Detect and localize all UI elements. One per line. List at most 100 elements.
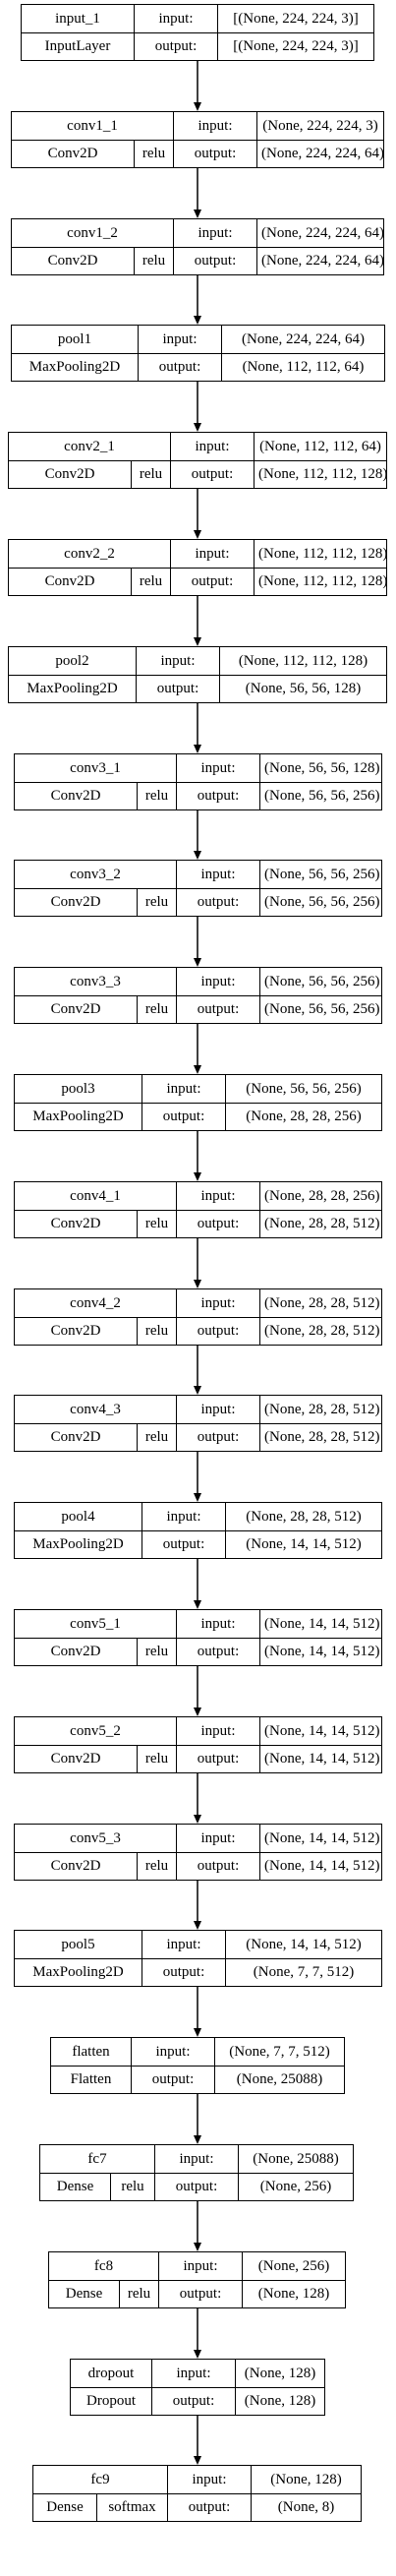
input-shape: (None, 56, 56, 256) — [246, 1080, 362, 1097]
arrow-head-icon — [194, 745, 201, 753]
input-shape: (None, 7, 7, 512) — [229, 2043, 330, 2060]
arrow-head-icon — [194, 2243, 201, 2251]
input-shape: (None, 14, 14, 512) — [264, 1829, 380, 1846]
layer-name: conv2_2 — [9, 540, 171, 568]
output-shape: (None, 14, 14, 512) — [246, 1535, 362, 1552]
arrow-head-icon — [194, 958, 201, 967]
layer-type: InputLayer — [22, 32, 135, 60]
arrow-head-icon — [194, 2135, 201, 2144]
activation-label: relu — [120, 2280, 159, 2307]
output-shape: (None, 14, 14, 512) — [264, 1750, 380, 1767]
arrow-head-icon — [194, 102, 201, 111]
layer-name: conv3_1 — [15, 754, 177, 782]
input-port-label: input: — [177, 1396, 260, 1423]
arrow-head-icon — [194, 423, 201, 432]
arrow-head-icon — [194, 1065, 201, 1074]
output-shape: (None, 28, 28, 256) — [246, 1108, 362, 1124]
activation-label: relu — [138, 782, 177, 809]
output-shape: (None, 112, 112, 64) — [242, 358, 365, 375]
input-port-label: input: — [168, 2466, 252, 2493]
layer-name: fc7 — [40, 2145, 155, 2173]
output-shape: (None, 7, 7, 512) — [253, 1963, 355, 1980]
output-shape: (None, 56, 56, 256) — [264, 893, 380, 910]
layer-name: pool2 — [9, 647, 137, 675]
output-port-label: output: — [135, 32, 218, 60]
input-port-label: input: — [177, 1610, 260, 1638]
output-port-label: output: — [174, 140, 257, 167]
layer-type: Conv2D — [9, 568, 132, 595]
layer-type: MaxPooling2D — [12, 353, 139, 381]
output-shape: (None, 128) — [257, 2285, 330, 2302]
input-port-label: input: — [174, 219, 257, 247]
output-port-label: output: — [132, 2066, 215, 2093]
layer-type: Conv2D — [15, 1210, 138, 1237]
output-shape: (None, 112, 112, 128) — [258, 572, 388, 589]
output-port-label: output: — [142, 1103, 226, 1130]
input-shape: (None, 25088) — [253, 2150, 339, 2167]
arrow-head-icon — [194, 851, 201, 860]
arrow-head-icon — [194, 210, 201, 218]
output-port-label: output: — [177, 1852, 260, 1880]
layer-name: conv3_2 — [15, 861, 177, 888]
input-shape: (None, 112, 112, 128) — [238, 652, 368, 669]
layer-type: Conv2D — [15, 1423, 138, 1451]
output-port-label: output: — [139, 353, 222, 381]
output-port-label: output: — [152, 2387, 236, 2415]
input-shape: (None, 28, 28, 512) — [264, 1401, 380, 1417]
output-port-label: output: — [142, 1958, 226, 1986]
layer-type: Conv2D — [15, 1852, 138, 1880]
input-port-label: input: — [177, 1825, 260, 1852]
arrow-head-icon — [194, 1921, 201, 1930]
output-port-label: output: — [177, 782, 260, 809]
layer-type: Conv2D — [12, 247, 135, 274]
input-port-label: input: — [139, 326, 222, 353]
layer-type: Conv2D — [15, 782, 138, 809]
layer-name: pool5 — [15, 1931, 142, 1958]
output-port-label: output: — [171, 568, 255, 595]
layer-name: conv4_3 — [15, 1396, 177, 1423]
layer-type: Conv2D — [15, 888, 138, 916]
output-shape: (None, 224, 224, 64) — [261, 145, 384, 161]
output-shape: (None, 14, 14, 512) — [264, 1643, 380, 1659]
layer-name: fc8 — [49, 2252, 159, 2280]
output-shape: (None, 25088) — [236, 2070, 323, 2087]
output-port-label: output: — [177, 1745, 260, 1772]
activation-label: relu — [138, 1423, 177, 1451]
output-port-label: output: — [168, 2493, 252, 2521]
input-port-label: input: — [174, 112, 257, 140]
layer-type: Conv2D — [15, 995, 138, 1023]
output-port-label: output: — [137, 675, 220, 702]
input-port-label: input: — [177, 1717, 260, 1745]
input-shape: (None, 14, 14, 512) — [246, 1936, 362, 1952]
layer-name: conv4_1 — [15, 1182, 177, 1210]
layer-type: Conv2D — [15, 1317, 138, 1345]
output-port-label: output: — [177, 1317, 260, 1345]
input-shape: (None, 224, 224, 3) — [262, 117, 378, 134]
arrow-head-icon — [194, 1815, 201, 1824]
input-port-label: input: — [132, 2038, 215, 2066]
layer-name: pool1 — [12, 326, 139, 353]
activation-label: relu — [111, 2173, 155, 2200]
layer-name: conv5_3 — [15, 1825, 177, 1852]
output-port-label: output: — [177, 995, 260, 1023]
layer-type: Flatten — [51, 2066, 132, 2093]
input-port-label: input: — [152, 2360, 236, 2387]
input-shape: (None, 28, 28, 256) — [264, 1187, 380, 1204]
output-port-label: output: — [177, 1638, 260, 1665]
activation-label: relu — [138, 1745, 177, 1772]
arrow-head-icon — [194, 1172, 201, 1181]
arrow-head-icon — [194, 2350, 201, 2359]
layer-type: Conv2D — [12, 140, 135, 167]
